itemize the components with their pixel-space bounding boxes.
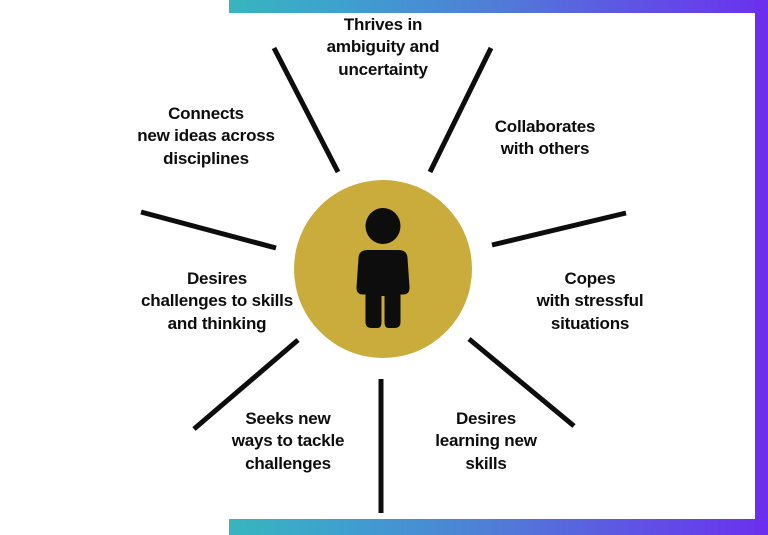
attribute-label-copes-with-stressful-situations: Copes with stressful situations — [536, 269, 644, 333]
person-icon — [356, 208, 410, 328]
attribute-label-desires-challenges-to-skills-and-thinking: Desires challenges to skills and thinkin… — [141, 269, 293, 333]
attribute-label-thrives-in-ambiguity: Thrives in ambiguity and uncertainty — [326, 15, 440, 79]
connector-line-lower-right — [467, 337, 576, 428]
attribute-label-seeks-new-ways-to-tackle-challenges: Seeks new ways to tackle challenges — [231, 409, 345, 473]
attribute-label-collaborates-with-others: Collaborates with others — [494, 117, 596, 159]
attribute-label-connects-new-ideas-across-disciplines: Connects new ideas across disciplines — [137, 104, 275, 168]
connector-line-lower-left — [192, 338, 300, 431]
attribute-label-desires-learning-new-skills: Desires learning new skills — [435, 409, 537, 473]
center-circle — [294, 180, 472, 358]
connector-line-upper-right — [427, 46, 494, 174]
connector-line-left — [140, 209, 277, 251]
connector-line-right — [491, 210, 627, 248]
connector-line-upper-left — [271, 46, 341, 174]
